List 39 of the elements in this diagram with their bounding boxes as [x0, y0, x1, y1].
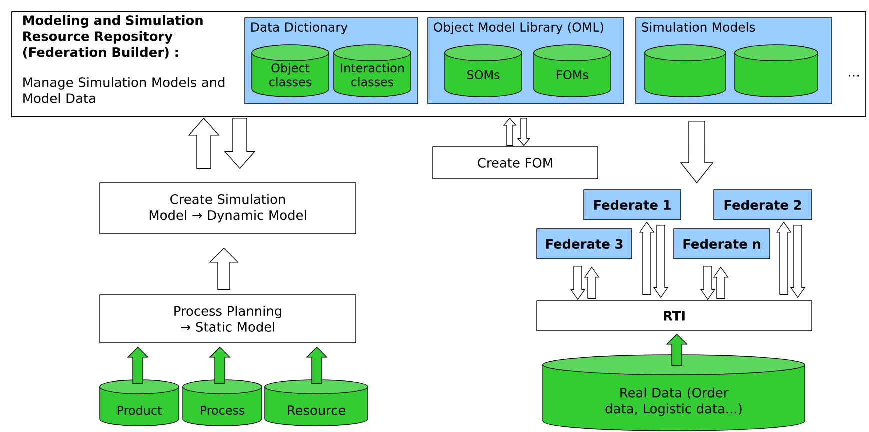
block-arrow — [700, 266, 716, 300]
block-arrow — [127, 346, 149, 384]
block-arrow — [666, 334, 688, 366]
description-text: Manage Simulation Models and Model Data — [24, 77, 225, 104]
block-arrow — [188, 118, 220, 169]
block-arrow — [776, 222, 792, 295]
database-cylinder: Interaction classes — [334, 44, 412, 98]
rti-bar: RTI — [536, 300, 812, 332]
block-arrow — [209, 248, 239, 290]
ellipsis-text: … — [849, 75, 859, 77]
database-cylinder: Object classes — [252, 44, 330, 98]
block-arrow — [680, 121, 714, 184]
federate-box: Federate 3 — [536, 228, 632, 260]
block-arrow — [517, 118, 531, 146]
database-cylinder: SOMs — [444, 44, 522, 98]
process-box: Create Simulation Model → Dynamic Model — [100, 182, 356, 234]
block-arrow — [224, 118, 256, 170]
federate-box: Federate n — [674, 228, 770, 260]
database-cylinder: Real Data (Order data, Logistic data...) — [542, 354, 806, 432]
database-cylinder: Product — [100, 380, 180, 426]
database-cylinder: FOMs — [534, 44, 612, 98]
federate-box: Federate 2 — [714, 190, 812, 220]
heading-text: Modeling and Simulation Resource Repository (Federation Builder) : — [23, 15, 203, 59]
block-arrow — [713, 266, 729, 299]
database-cylinder — [734, 44, 818, 98]
block-arrow — [503, 118, 517, 146]
block-arrow — [584, 266, 600, 299]
block-arrow — [639, 222, 655, 295]
process-box: Process Planning → Static Model — [100, 294, 356, 344]
process-box: Create FOM — [432, 146, 598, 180]
block-arrow — [306, 346, 328, 384]
database-cylinder: Process — [182, 380, 262, 426]
block-arrow — [209, 346, 231, 384]
block-arrow — [570, 266, 586, 300]
database-cylinder: Resource — [264, 380, 368, 426]
database-cylinder — [644, 44, 726, 98]
block-arrow — [653, 225, 669, 298]
block-arrow — [790, 225, 806, 298]
federate-box: Federate 1 — [584, 190, 682, 220]
